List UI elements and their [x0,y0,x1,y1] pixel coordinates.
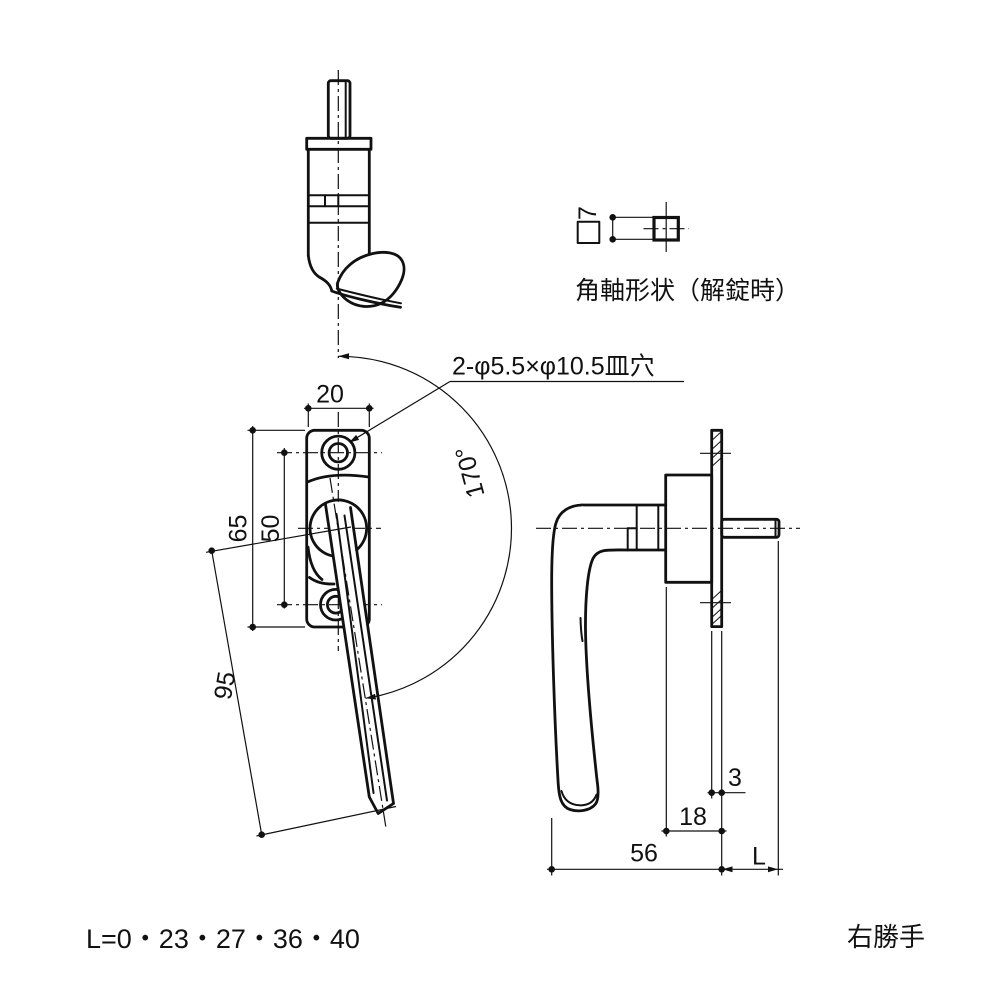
square-shaft-detail: 7 角軸形状（解錠時） [574,202,800,305]
top-view [305,70,406,358]
svg-text:50: 50 [257,515,285,543]
svg-text:95: 95 [209,669,241,701]
svg-text:65: 65 [225,515,253,543]
shaft-detail-caption: 角軸形状（解錠時） [575,277,800,305]
side-view: 3 18 56 L [536,428,800,876]
square-symbol [576,220,601,244]
spindle-top [326,79,352,140]
grip-end-top [335,250,406,308]
dim-boss-depth: 18 [661,803,727,835]
shaft-size-label: 7 [574,206,602,220]
grip-side [551,505,628,811]
svg-text:20: 20 [316,381,344,409]
upper-countersunk-hole [320,434,357,471]
dim-handle-length: 95 [205,526,397,838]
dim-overall-depth: 56 [547,840,727,873]
handing-label: 右勝手 [847,922,925,952]
svg-text:18: 18 [679,803,707,831]
front-view: 20 65 50 95 [205,353,513,838]
dim-plate-width: 20 [304,381,374,427]
svg-text:3: 3 [728,764,742,792]
length-options: L=0・23・27・36・40 [86,924,360,954]
dim-plate-height: 65 [225,426,305,631]
handle-boss [308,498,368,558]
dim-hole-pitch: 50 [257,448,288,609]
dim-spindle-length: L [721,843,783,873]
svg-text:L: L [752,843,766,871]
lever-axis-centerline [329,477,387,829]
svg-text:56: 56 [630,840,658,868]
svg-text:170°: 170° [450,443,490,500]
hole-note-text: 2-φ5.5×φ10.5皿穴 [452,353,655,381]
countersink-note: 2-φ5.5×φ10.5皿穴 [349,353,684,443]
dim-plate-thickness: 3 [707,764,746,796]
